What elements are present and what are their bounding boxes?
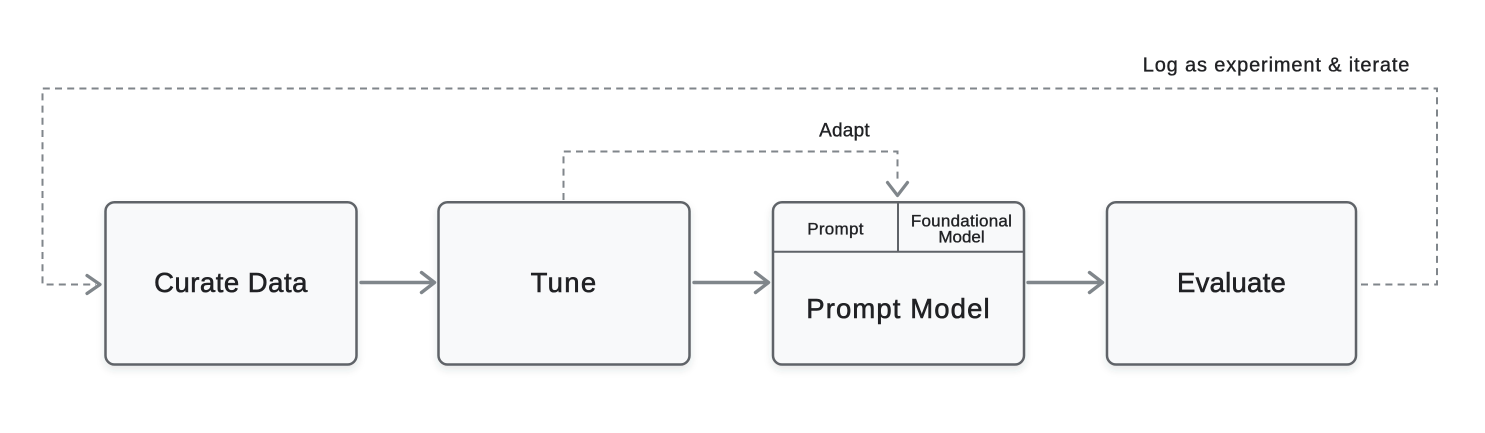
svg-text:Prompt: Prompt	[807, 220, 864, 239]
svg-text:Adapt: Adapt	[819, 121, 870, 142]
svg-text:Prompt Model: Prompt Model	[806, 293, 990, 324]
svg-text:Model: Model	[938, 227, 984, 246]
svg-text:Foundational: Foundational	[911, 211, 1012, 230]
svg-text:Curate Data: Curate Data	[154, 267, 308, 298]
svg-text:Evaluate: Evaluate	[1177, 267, 1286, 298]
svg-text:Log as experiment & iterate: Log as experiment & iterate	[1143, 54, 1411, 76]
svg-text:Tune: Tune	[531, 267, 598, 298]
